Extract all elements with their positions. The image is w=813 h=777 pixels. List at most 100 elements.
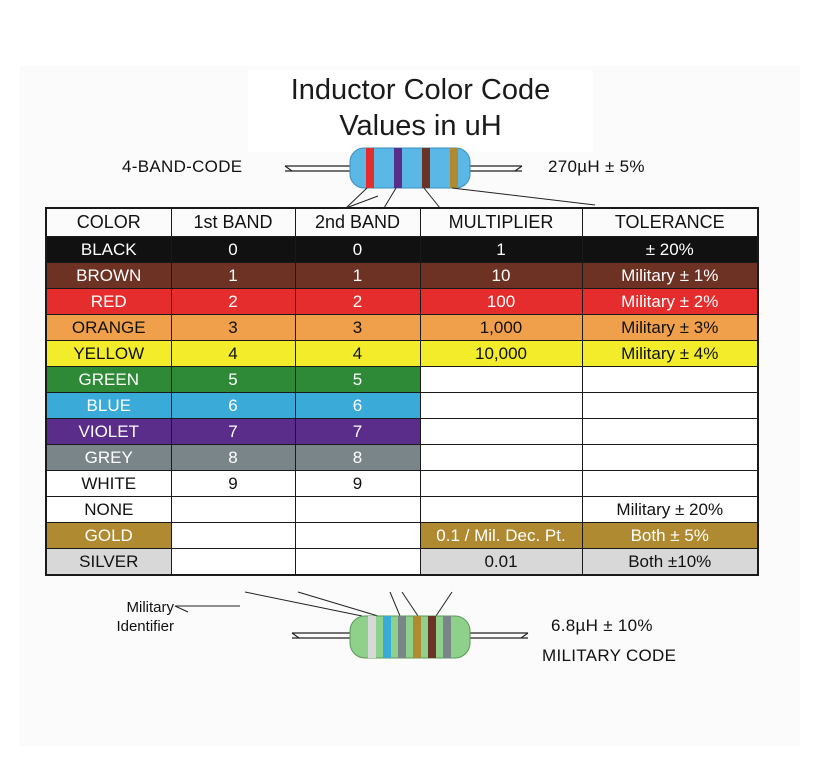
first-band-cell: 9	[170, 470, 296, 497]
color-name-cell: WHITE	[45, 470, 172, 497]
second-band-cell: 4	[294, 340, 421, 367]
inductor-band	[443, 616, 451, 658]
tolerance-cell: Military ± 2%	[581, 288, 759, 315]
multiplier-cell: 10,000	[419, 340, 583, 367]
second-band-cell: 7	[294, 418, 421, 445]
multiplier-cell	[419, 366, 583, 393]
color-name-cell: NONE	[45, 496, 172, 523]
first-band-cell: 1	[170, 262, 296, 289]
first-band-cell	[170, 496, 296, 523]
second-band-cell: 8	[294, 444, 421, 471]
top-inductor	[284, 147, 523, 189]
inductor-band	[394, 148, 402, 188]
multiplier-cell	[419, 444, 583, 471]
inductor-band	[366, 148, 374, 188]
second-band-cell: 9	[294, 470, 421, 497]
color-name-cell: BROWN	[45, 262, 172, 289]
tolerance-cell	[581, 366, 759, 393]
header-tolerance: TOLERANCE	[581, 207, 759, 237]
multiplier-cell	[419, 392, 583, 419]
military-code-label: MILITARY CODE	[542, 646, 677, 665]
second-band-cell	[294, 548, 421, 576]
tolerance-cell: Both ± 5%	[581, 522, 759, 549]
color-name-cell: GREY	[45, 444, 172, 471]
tolerance-cell	[581, 444, 759, 471]
first-band-cell: 0	[170, 236, 296, 263]
tolerance-cell: Military ± 20%	[581, 496, 759, 523]
color-code-table: COLOR 1st BAND 2nd BAND MULTIPLIER TOLER…	[45, 207, 759, 576]
bottom-inductor	[291, 615, 529, 659]
color-name-cell: SILVER	[45, 548, 172, 576]
inductor-band	[413, 616, 421, 658]
second-band-cell: 5	[294, 366, 421, 393]
inductor-band	[450, 148, 458, 188]
second-band-cell	[294, 522, 421, 549]
first-band-cell: 8	[170, 444, 296, 471]
header-multiplier: MULTIPLIER	[419, 207, 583, 237]
color-name-cell: YELLOW	[45, 340, 172, 367]
bottom-leader-lines	[174, 591, 453, 617]
table-row: NONE Military ± 20%	[45, 496, 759, 523]
table-header-row: COLOR 1st BAND 2nd BAND MULTIPLIER TOLER…	[45, 207, 759, 237]
multiplier-cell: 0.1 / Mil. Dec. Pt.	[419, 522, 583, 549]
multiplier-cell	[419, 496, 583, 523]
tolerance-cell: Military ± 3%	[581, 314, 759, 341]
tolerance-cell: ± 20%	[581, 236, 759, 263]
multiplier-cell: 1	[419, 236, 583, 263]
second-band-cell: 0	[294, 236, 421, 263]
color-name-cell: RED	[45, 288, 172, 315]
multiplier-cell: 100	[419, 288, 583, 315]
color-name-cell: BLUE	[45, 392, 172, 419]
first-band-cell: 3	[170, 314, 296, 341]
tolerance-cell: Both ±10%	[581, 548, 759, 576]
page-title: Inductor Color Code Values in uH	[248, 70, 593, 152]
military-identifier-label: Military Identifier	[116, 599, 174, 635]
tolerance-cell	[581, 392, 759, 419]
color-name-cell: VIOLET	[45, 418, 172, 445]
first-band-cell: 6	[170, 392, 296, 419]
tolerance-cell: Military ± 4%	[581, 340, 759, 367]
multiplier-cell: 0.01	[419, 548, 583, 576]
first-band-cell	[170, 548, 296, 576]
color-name-cell: GOLD	[45, 522, 172, 549]
second-band-cell: 1	[294, 262, 421, 289]
four-band-code-label: 4-BAND-CODE	[122, 157, 243, 176]
multiplier-cell	[419, 470, 583, 497]
tolerance-cell: Military ± 1%	[581, 262, 759, 289]
second-band-cell: 6	[294, 392, 421, 419]
second-band-cell	[294, 496, 421, 523]
first-band-cell: 5	[170, 366, 296, 393]
title-line-2: Values in uH	[339, 110, 502, 142]
inductor-band	[398, 616, 406, 658]
table-row: GOLD 0.1 / Mil. Dec. Pt.Both ± 5%	[45, 522, 759, 549]
multiplier-cell	[419, 418, 583, 445]
header-color: COLOR	[45, 207, 172, 237]
first-band-cell	[170, 522, 296, 549]
multiplier-cell: 1,000	[419, 314, 583, 341]
top-leader-lines	[345, 187, 596, 209]
first-band-cell: 7	[170, 418, 296, 445]
inductor-band	[383, 616, 391, 658]
second-band-cell: 3	[294, 314, 421, 341]
inductor-band	[368, 616, 376, 658]
first-band-cell: 4	[170, 340, 296, 367]
header-1st-band: 1st BAND	[170, 207, 296, 237]
first-band-cell: 2	[170, 288, 296, 315]
multiplier-cell: 10	[419, 262, 583, 289]
title-line-1: Inductor Color Code	[290, 74, 551, 106]
inductor-band	[428, 616, 436, 658]
tolerance-cell	[581, 418, 759, 445]
inductor-band	[422, 148, 430, 188]
